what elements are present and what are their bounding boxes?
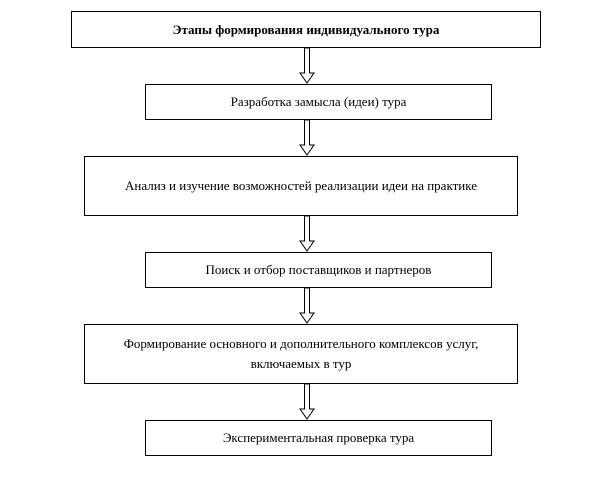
step-box-3: Поиск и отбор поставщиков и партнеров: [145, 252, 492, 288]
step-label-3: Поиск и отбор поставщиков и партнеров: [205, 262, 432, 277]
down-arrow-icon: [299, 384, 315, 420]
step-box-5: Экспериментальная проверка тура: [145, 420, 492, 456]
step-label-2: Анализ и изучение возможностей реализаци…: [124, 178, 477, 193]
flowchart-title-box: Этапы формирования индивидуального тура: [71, 11, 541, 48]
step-label-1: Разработка замысла (идеи) тура: [230, 94, 407, 109]
flowchart-title: Этапы формирования индивидуального тура: [172, 21, 440, 37]
step-label-4: Формирование основного и дополнительного…: [123, 336, 479, 371]
step-box-2: Анализ и изучение возможностей реализаци…: [84, 156, 518, 216]
down-arrow-icon: [299, 288, 315, 324]
step-box-4: Формирование основного и дополнительного…: [84, 324, 518, 384]
step-label-5: Экспериментальная проверка тура: [222, 430, 415, 445]
down-arrow-icon: [299, 120, 315, 156]
step-box-1: Разработка замысла (идеи) тура: [145, 84, 492, 120]
down-arrow-icon: [299, 48, 315, 84]
down-arrow-icon: [299, 216, 315, 252]
